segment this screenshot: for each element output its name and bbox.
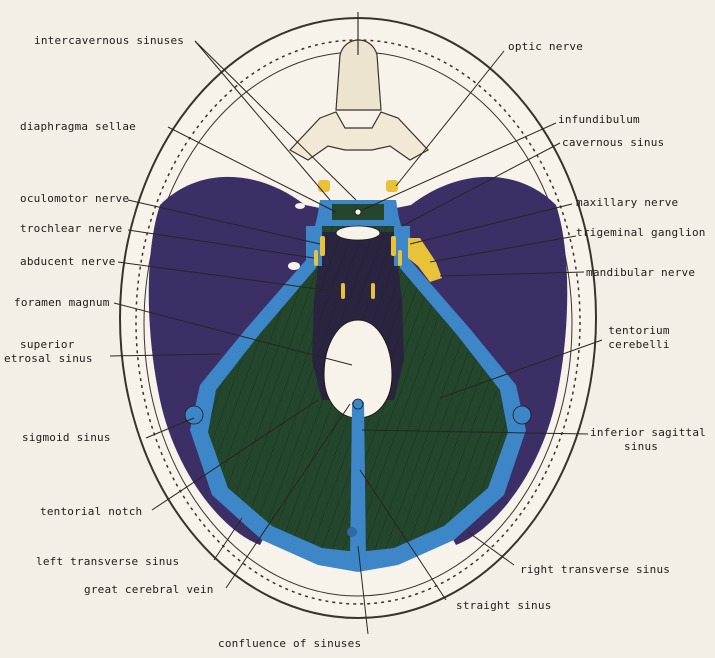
leader-diaphragma-sellae — [167, 126, 337, 213]
left-sigmoid-sinus — [184, 405, 204, 425]
leader-intercavernous-2 — [194, 40, 357, 201]
abducent-nerve-left — [341, 283, 345, 299]
label-infundibulum: infundibulum — [558, 113, 640, 126]
label-sigmoid-sinus: sigmoid sinus — [22, 431, 111, 444]
label-diaphragma-sellae: diaphragma sellae — [20, 120, 136, 133]
leader-maxillary — [409, 203, 573, 245]
label-oculomotor-nerve: oculomotor nerve — [20, 192, 130, 205]
label-superior-petrosal-line2: etrosal sinus — [4, 352, 93, 365]
leader-tentorium — [439, 339, 603, 399]
leader-oculomotor — [127, 199, 321, 245]
foramen-right-sup — [295, 203, 305, 209]
leader-inferior-sagittal — [361, 429, 589, 435]
abducent-nerve-right — [371, 283, 375, 299]
label-abducent-nerve: abducent nerve — [20, 255, 116, 268]
label-maxillary-nerve: maxillary nerve — [576, 196, 679, 209]
oculomotor-nerve-right — [391, 236, 396, 256]
label-trigeminal-ganglion: trigeminal ganglion — [576, 226, 706, 239]
label-left-transverse-sinus: left transverse sinus — [36, 555, 180, 568]
infundibulum-mark — [354, 208, 362, 216]
label-superior-petrosal-line1: superior — [20, 338, 75, 351]
trigeminal-ganglion — [408, 238, 442, 282]
label-right-transverse-sinus: right transverse sinus — [520, 563, 671, 576]
great-cerebral-vein-mark — [352, 398, 364, 410]
leader-right-transverse — [467, 531, 515, 566]
label-trochlear-nerve: trochlear nerve — [20, 222, 123, 235]
leader-superior-petrosal — [109, 353, 221, 357]
label-tentorial-notch: tentorial notch — [40, 505, 143, 518]
leader-left-transverse — [213, 517, 243, 561]
cranial-nerves — [314, 180, 442, 299]
right-sigmoid-sinus — [512, 405, 532, 425]
leader-cavernous-sinus — [401, 142, 561, 227]
label-tentorium-line1: tentorium — [608, 324, 670, 337]
foramen-left — [288, 262, 300, 270]
leader-tentorial-notch — [151, 399, 319, 511]
straight-sinus — [350, 402, 366, 560]
optic-nerve-left — [318, 180, 330, 192]
crista-galli — [335, 39, 382, 111]
label-confluence-of-sinuses: confluence of sinuses — [218, 637, 362, 650]
leader-sigmoid — [145, 417, 195, 439]
label-great-cerebral-vein: great cerebral vein — [84, 583, 214, 596]
leader-straight-sinus — [359, 469, 447, 601]
hypophysis — [335, 225, 381, 241]
leader-optic-nerve — [395, 50, 505, 187]
leader-mandibular — [439, 271, 585, 277]
label-straight-sinus: straight sinus — [456, 599, 552, 612]
label-intercavernous-sinuses: intercavernous sinuses — [34, 34, 185, 47]
optic-nerve-right — [386, 180, 398, 192]
leader-trochlear — [127, 229, 315, 259]
leader-intercavernous-1 — [194, 40, 331, 201]
leader-lines — [109, 40, 603, 635]
label-inferior-sagittal-line2: sinus — [624, 440, 659, 453]
oculomotor-nerve-left — [320, 236, 325, 256]
label-inferior-sagittal-line1: inferior sagittal — [590, 426, 706, 439]
label-optic-nerve: optic nerve — [508, 40, 584, 53]
trochlear-nerve-left — [314, 250, 318, 266]
leader-abducent — [117, 261, 341, 293]
lesser-wing-of-sphenoid — [289, 111, 429, 161]
leader-confluence — [357, 545, 369, 635]
confluence-mark — [347, 527, 357, 537]
label-cavernous-sinus: cavernous sinus — [562, 136, 665, 149]
leader-foramen-magnum — [113, 302, 353, 366]
trochlear-nerve-right — [398, 250, 402, 266]
label-tentorium-line2: cerebelli — [608, 338, 670, 351]
leader-great-cerebral-vein — [225, 403, 351, 589]
leader-infundibulum — [361, 122, 557, 211]
label-mandibular-nerve: mandibular nerve — [586, 266, 696, 279]
label-foramen-magnum: foramen magnum — [14, 296, 110, 309]
leader-trigeminal — [429, 235, 577, 263]
